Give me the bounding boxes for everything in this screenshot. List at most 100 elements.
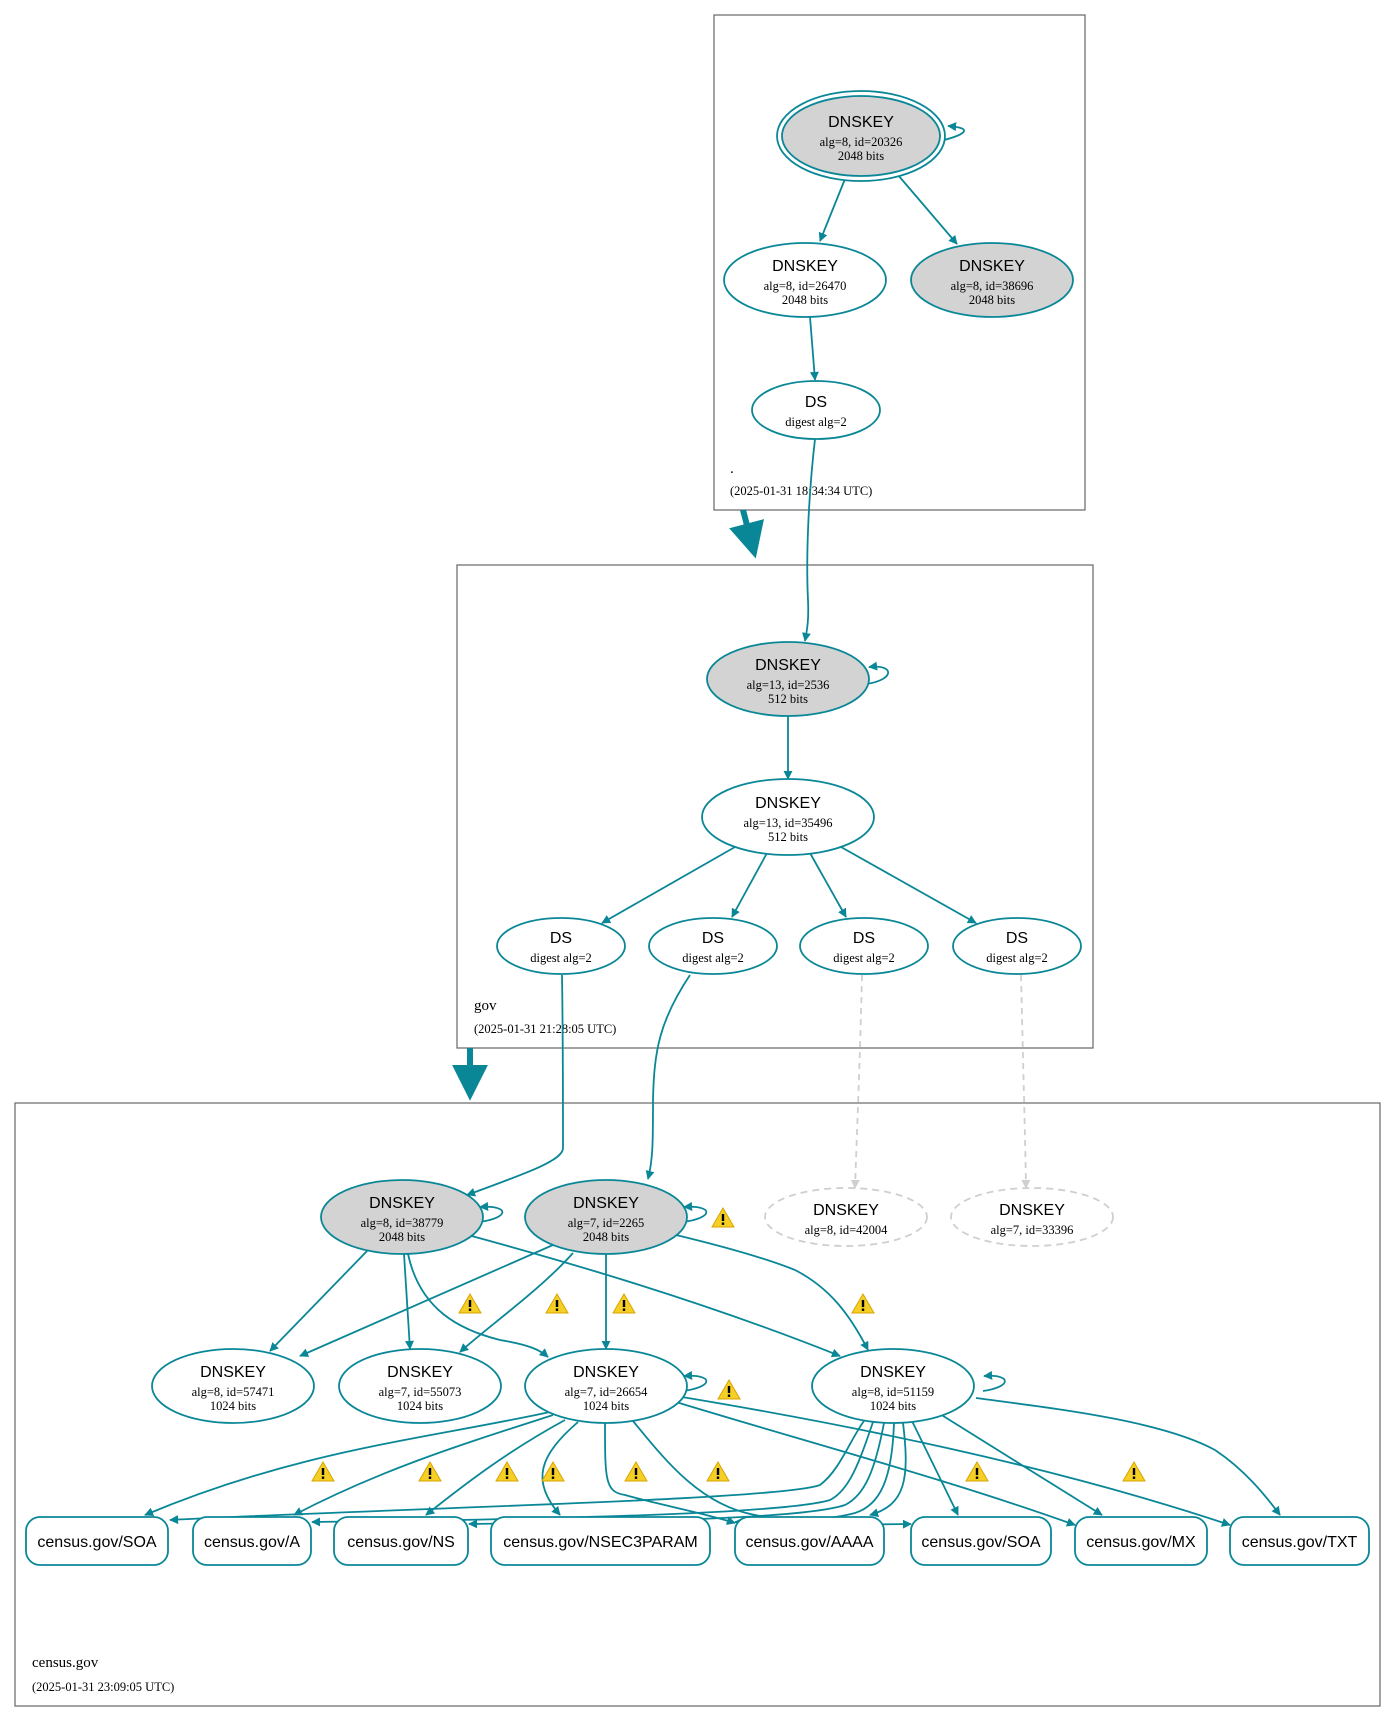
node-detail: alg=13, id=2536 (747, 678, 830, 692)
node-detail: alg=7, id=26654 (565, 1385, 649, 1399)
node-detail: 2048 bits (969, 293, 1015, 307)
rrset-label: census.gov/SOA (37, 1534, 157, 1551)
node-detail: 2048 bits (379, 1230, 425, 1244)
edge-zsk3-txt (681, 1396, 1231, 1527)
rrset-node[interactable]: census.gov/SOA (25, 1516, 169, 1566)
node-detail: alg=7, id=55073 (379, 1385, 462, 1399)
zone-gov-timestamp: (2025-01-31 21:28:05 UTC) (474, 1022, 616, 1036)
node-type: DNSKEY (828, 114, 894, 131)
node-type: DNSKEY (369, 1195, 435, 1212)
edge-self-root-ksk (939, 122, 965, 142)
node-detail: 1024 bits (583, 1399, 629, 1413)
rrset-box (1074, 1516, 1208, 1566)
node-detail: 1024 bits (210, 1399, 256, 1413)
node-shape (320, 1179, 484, 1255)
node-type: DS (702, 930, 724, 947)
node-detail: alg=8, id=38696 (951, 279, 1034, 293)
zone-root-name: . (730, 461, 734, 477)
node-detail: 512 bits (768, 692, 808, 706)
node-shape (701, 778, 875, 856)
node-shape (524, 1179, 688, 1255)
node-c-missing2[interactable]: DNSKEY alg=7, id=33396 (950, 1187, 1114, 1247)
rrset-label: census.gov/NSEC3PARAM (503, 1534, 697, 1551)
rrset-node[interactable]: census.gov/A (192, 1516, 312, 1566)
node-shape (811, 1348, 975, 1424)
edge-ds1-to-census-ksk1 (466, 974, 564, 1197)
rrset-box (734, 1516, 885, 1566)
rrset-node[interactable]: census.gov/NSEC3PARAM (490, 1516, 711, 1566)
edges-census-keys (269, 1201, 1006, 1392)
node-shape (496, 917, 626, 975)
edge-zsk4-mx (939, 1413, 1103, 1516)
node-type: DNSKEY (755, 657, 821, 674)
rrset-label: census.gov/NS (347, 1534, 455, 1551)
node-detail: alg=8, id=26470 (764, 279, 847, 293)
node-type: DS (853, 930, 875, 947)
rrset-box (192, 1516, 312, 1566)
rrset-box (1229, 1516, 1370, 1566)
node-shape (751, 380, 881, 440)
edges-gov (466, 661, 1031, 1197)
node-root-ds[interactable]: DS digest alg=2 (751, 380, 881, 440)
node-detail: alg=13, id=35496 (743, 816, 832, 830)
node-shape (524, 1348, 688, 1424)
edge-self-zsk4 (982, 1370, 1006, 1392)
node-type: DNSKEY (200, 1364, 266, 1381)
zone-census-name: census.gov (32, 1655, 99, 1671)
node-type: DS (1006, 930, 1028, 947)
node-type: DNSKEY (573, 1195, 639, 1212)
edge-gov-zsk-to-ds2 (731, 852, 768, 918)
node-type: DNSKEY (813, 1202, 879, 1219)
node-type: DNSKEY (999, 1202, 1065, 1219)
node-shape (799, 917, 929, 975)
edge-ksk2-to-zsk4 (675, 1234, 869, 1351)
zone-census-timestamp: (2025-01-31 23:09:05 UTC) (32, 1680, 174, 1694)
rrset-node[interactable]: census.gov/SOA (910, 1516, 1052, 1566)
node-detail: digest alg=2 (986, 951, 1048, 965)
edge-ds-to-gov-ksk (802, 438, 816, 642)
node-type: DNSKEY (755, 795, 821, 812)
node-detail: alg=8, id=57471 (192, 1385, 275, 1399)
node-gov-ds4[interactable]: DS digest alg=2 (952, 917, 1082, 975)
node-shape (910, 242, 1074, 318)
rrset-box (910, 1516, 1052, 1566)
rrset-node[interactable]: census.gov/MX (1074, 1516, 1208, 1566)
edge-zsk3-a (293, 1414, 554, 1516)
rrset-label: census.gov/SOA (921, 1534, 1041, 1551)
delegation-arrow-root-gov (729, 509, 764, 559)
rrset-box (490, 1516, 711, 1566)
rrset-node[interactable]: census.gov/NS (333, 1516, 469, 1566)
node-detail: digest alg=2 (785, 415, 847, 429)
node-shape (723, 242, 887, 318)
node-detail: alg=7, id=33396 (991, 1223, 1074, 1237)
edge-ds3-to-missing1 (850, 974, 863, 1189)
node-detail: 1024 bits (870, 1399, 916, 1413)
node-type: DNSKEY (959, 258, 1025, 275)
edge-self-gov-ksk (865, 661, 889, 685)
edge-ksk1-to-zsk2 (403, 1253, 414, 1350)
node-detail: alg=7, id=2265 (568, 1216, 645, 1230)
edge-zsk3-ns (425, 1419, 566, 1516)
rrset-box (333, 1516, 469, 1566)
rrset-node[interactable]: census.gov/TXT (1229, 1516, 1370, 1566)
node-shape (648, 917, 778, 975)
rrset-node[interactable]: census.gov/AAAA (734, 1516, 885, 1566)
node-detail: alg=8, id=20326 (820, 135, 903, 149)
node-detail: 2048 bits (583, 1230, 629, 1244)
node-type: DS (805, 394, 827, 411)
